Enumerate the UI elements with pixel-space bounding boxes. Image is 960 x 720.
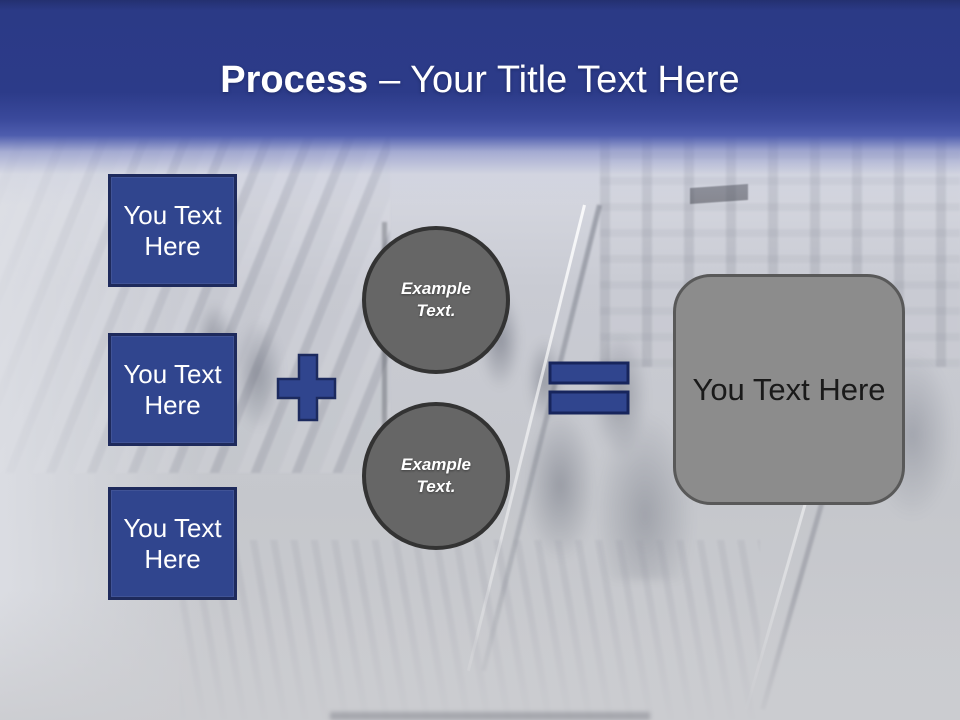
title-band — [0, 0, 960, 205]
process-input-box-2-label: You Text Here — [123, 358, 222, 420]
equals-icon — [548, 361, 630, 415]
process-input-box-3: You Text Here — [108, 487, 237, 600]
background-footer-smudge — [330, 712, 650, 720]
process-input-box-3-label: You Text Here — [123, 512, 222, 574]
process-result-box: You Text Here — [673, 274, 905, 505]
slide-title-subtitle: – Your Title Text Here — [379, 59, 740, 101]
plus-icon — [276, 353, 337, 422]
process-step-circle-2: Example Text. — [362, 402, 510, 550]
slide-title-keyword: Process — [220, 59, 369, 101]
process-input-box-1: You Text Here — [108, 174, 237, 287]
process-input-box-1-label: You Text Here — [123, 199, 222, 261]
process-step-circle-2-label: Example Text. — [401, 455, 471, 496]
process-step-circle-1: Example Text. — [362, 226, 510, 374]
process-input-box-2: You Text Here — [108, 333, 237, 446]
process-result-box-label: You Text Here — [692, 371, 886, 407]
slide-title: Process– Your Title Text Here — [0, 55, 960, 105]
background-fade-bottom — [0, 590, 960, 720]
process-step-circle-1-label: Example Text. — [401, 279, 471, 320]
